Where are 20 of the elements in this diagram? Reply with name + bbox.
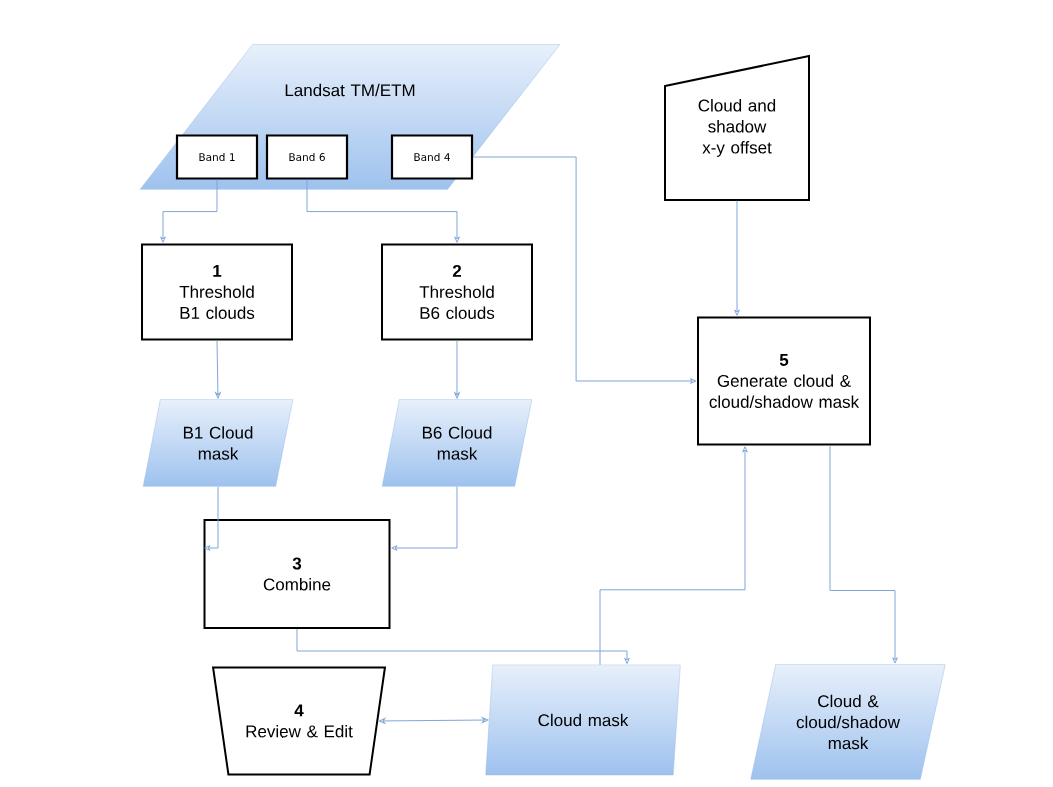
band-box: Band 6: [265, 134, 349, 180]
arrow: [454, 340, 460, 399]
process-box: 3 Combine: [203, 519, 391, 629]
arrow: [160, 179, 218, 243]
process-box: 1 Threshold B1 clouds: [141, 243, 293, 341]
band-box: Band 1: [175, 134, 259, 180]
arrow: [204, 486, 219, 551]
arrow: [391, 486, 458, 551]
data-parallelogram: Cloud mask: [485, 664, 681, 776]
arrow: [379, 717, 489, 724]
arrow: [296, 628, 630, 665]
arrow: [734, 200, 740, 316]
process-box: 5 Generate cloud & cloud/shadow mask: [697, 316, 871, 446]
arrow: [599, 446, 748, 666]
process-box: 2 Threshold B6 clouds: [381, 243, 533, 341]
band-box: Band 4: [390, 134, 474, 180]
arrow: [829, 445, 898, 664]
arrow: [306, 179, 460, 243]
arrow: [215, 340, 221, 399]
arrow: [472, 156, 697, 384]
